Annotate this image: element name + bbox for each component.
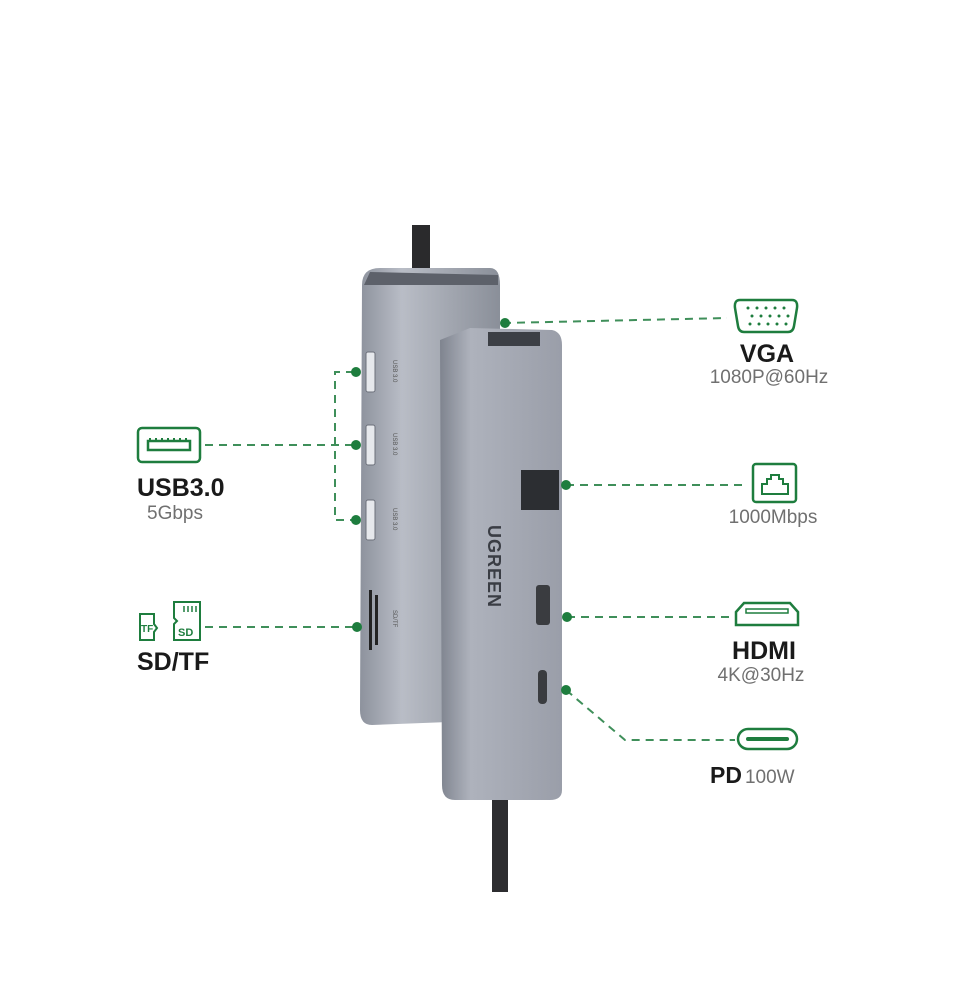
hdmi-spec: 4K@30Hz [717, 665, 805, 686]
usb-a-icon [136, 426, 202, 464]
usb-title: USB3.0 [137, 474, 225, 502]
ethernet-icon [751, 462, 798, 504]
connector-dots [351, 318, 572, 695]
front-hub [440, 328, 562, 800]
vga-pins [746, 306, 790, 326]
vga-spec: 1080P@60Hz [709, 367, 829, 388]
sd-label: SD [178, 627, 193, 639]
vga-title: VGA [739, 340, 795, 368]
port-label-3: USB 3.0 [391, 508, 397, 531]
hdmi-title: HDMI [732, 637, 796, 665]
port-label-1: USB 3.0 [391, 360, 397, 383]
pd-spec: 100W [744, 767, 795, 788]
vga-icon [733, 298, 799, 334]
brand-logo: UGREEN [484, 525, 504, 608]
usb-c-icon [736, 727, 799, 751]
sd-tf-card-icon [139, 601, 201, 641]
tf-label: TF [141, 624, 153, 635]
usb-spec: 5Gbps [147, 503, 203, 524]
bottom-cable [492, 780, 508, 892]
port-label-2: USB 3.0 [391, 433, 397, 456]
card-label: SD/TF [391, 610, 397, 628]
sd-title: SD/TF [137, 648, 210, 676]
lan-spec: 1000Mbps [728, 507, 818, 528]
pd-title: PD [710, 762, 742, 788]
hdmi-icon [734, 601, 800, 627]
connector-lines [205, 317, 745, 741]
